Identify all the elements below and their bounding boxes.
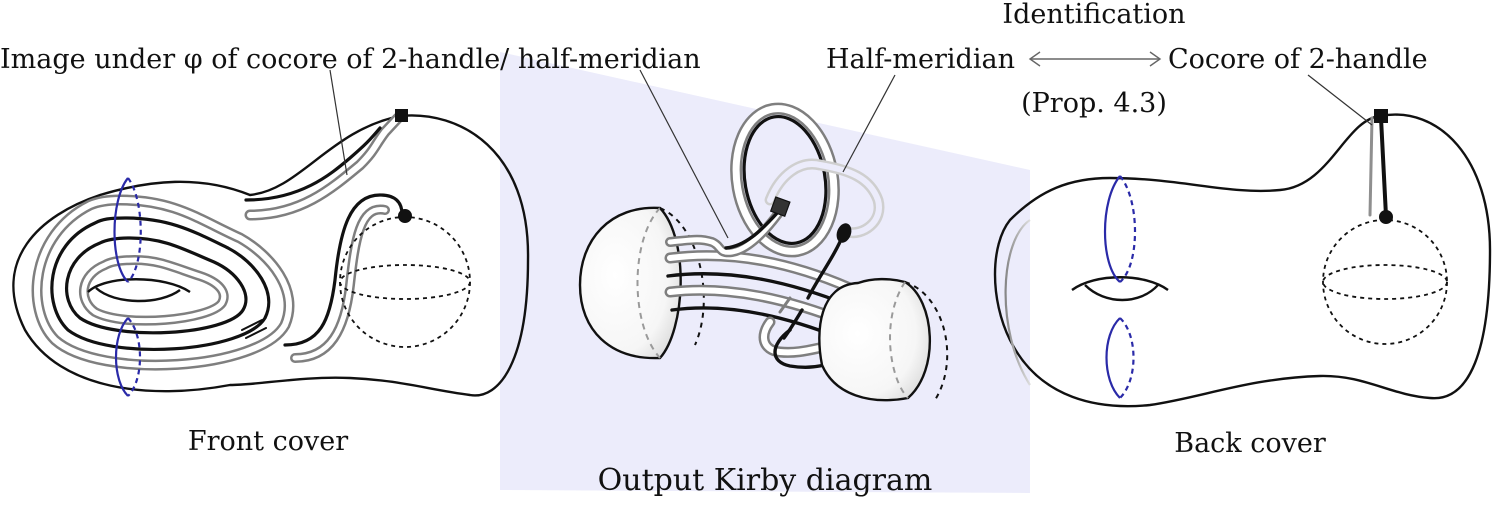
back-cover [993, 109, 1492, 408]
kirby-diagram [500, 52, 1030, 493]
leader-half-meridian [842, 74, 896, 173]
front-cover-strands [241, 112, 404, 363]
right-hemisphere [818, 277, 949, 402]
kirby-half-meridian [665, 209, 783, 258]
label-image-under-phi: Image under φ of cocore of 2-handle/ hal… [0, 44, 701, 75]
back-cover-fade-edge [1004, 219, 1031, 386]
label-identification: Identification [1002, 0, 1185, 30]
label-prop: (Prop. 4.3) [1021, 88, 1167, 119]
leader-half-meridian-kirby [639, 69, 729, 239]
front-cover-meridians [113, 177, 142, 397]
double-headed-arrow-icon [1028, 51, 1162, 67]
label-front-cover: Front cover [188, 426, 348, 457]
filled-circle-icon [398, 209, 412, 223]
kirby-light-band [764, 158, 885, 239]
front-cover [12, 109, 530, 397]
label-cocore: Cocore of 2-handle [1168, 44, 1428, 75]
leader-cocore [1307, 74, 1373, 126]
back-cover-meridians [1103, 175, 1137, 399]
front-cover-curves [31, 194, 295, 371]
label-half-meridian: Half-meridian [826, 44, 1015, 75]
filled-circle-icon [836, 223, 852, 243]
back-cover-outline [993, 113, 1492, 408]
back-cover-sphere [1322, 219, 1448, 345]
filled-square-icon [769, 196, 791, 218]
leader-image-under-phi [329, 69, 348, 176]
filled-square-icon [395, 109, 408, 122]
kirby-plane [500, 52, 1030, 493]
back-cover-hole [1071, 276, 1169, 302]
filled-circle-icon [1379, 210, 1393, 224]
filled-square-icon [1374, 109, 1388, 123]
label-back-cover: Back cover [1174, 428, 1326, 459]
leader-lines [329, 69, 1373, 239]
front-cover-hole [87, 278, 191, 303]
front-cover-outline [12, 114, 530, 397]
back-cover-cocore [1368, 116, 1388, 218]
label-output-kirby: Output Kirby diagram [598, 463, 933, 498]
